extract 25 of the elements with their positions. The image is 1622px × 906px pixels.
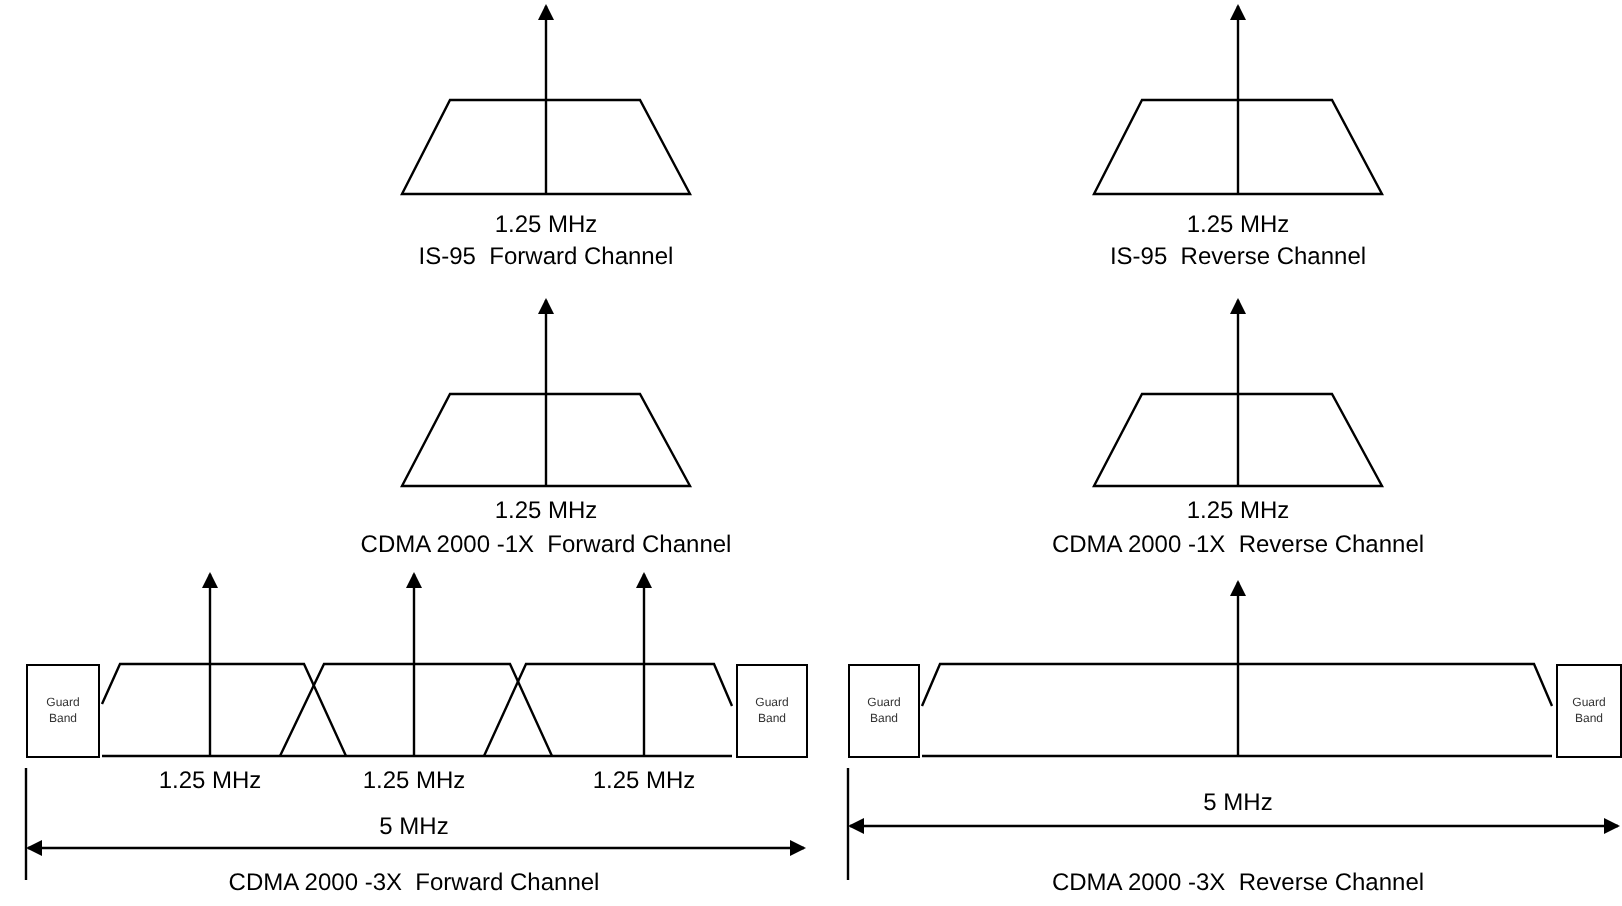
channel-label: CDMA 2000 -3X Reverse Channel (1051, 868, 1425, 896)
guard-band-box (26, 664, 100, 758)
bandwidth-label: 5 MHz (379, 812, 449, 840)
bandwidth-label: 1.25 MHz (494, 210, 598, 238)
bandwidth-label: 5 MHz (1203, 788, 1273, 816)
bandwidth-label: 1.25 MHz (592, 766, 696, 794)
spectrum-drawing (400, 4, 692, 196)
spectrum-drawing (1092, 298, 1384, 488)
bandwidth-label: 1.25 MHz (494, 496, 598, 524)
spectrum-drawing (920, 580, 1554, 758)
spectrum-drawing (1092, 4, 1384, 196)
channel-label: CDMA 2000 -1X Reverse Channel (1051, 530, 1425, 558)
channel-label: IS-95 Reverse Channel (1109, 242, 1367, 270)
guard-band-box (848, 664, 920, 758)
spectrum-drawing (400, 298, 692, 488)
bandwidth-label: 1.25 MHz (158, 766, 262, 794)
bandwidth-label: 1.25 MHz (1186, 496, 1290, 524)
bandwidth-label: 1.25 MHz (1186, 210, 1290, 238)
guard-band-box (1556, 664, 1622, 758)
channel-label: CDMA 2000 -1X Forward Channel (360, 530, 732, 558)
channel-label: CDMA 2000 -3X Forward Channel (228, 868, 600, 896)
channel-label: IS-95 Forward Channel (418, 242, 674, 270)
spectrum-drawing (100, 572, 734, 758)
guard-band-box (736, 664, 808, 758)
bandwidth-label: 1.25 MHz (362, 766, 466, 794)
